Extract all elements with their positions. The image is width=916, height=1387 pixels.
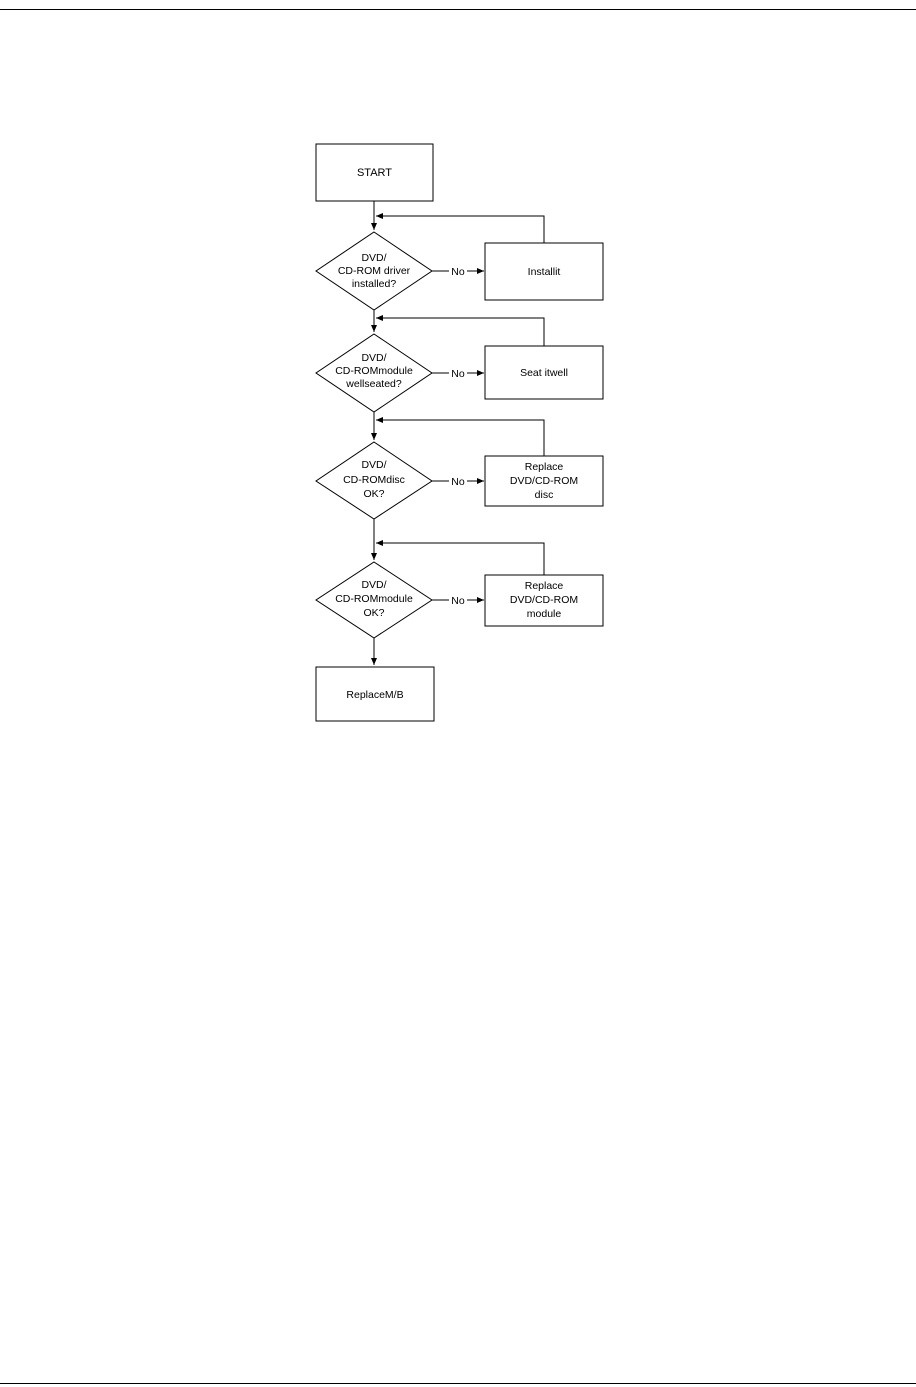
decision-text-line: OK? [363, 488, 384, 500]
start-node: START [316, 144, 433, 201]
return-loop-2 [376, 318, 544, 346]
action-text-line: module [527, 608, 562, 620]
no-label: No [451, 266, 465, 278]
footer-rule [0, 1383, 916, 1384]
end-label: ReplaceM/B [346, 689, 403, 701]
decision-text-line: CD-ROMmodule [335, 593, 413, 605]
no-label: No [451, 476, 465, 488]
action-install-it: Installit [485, 243, 603, 300]
decision-text-line: DVD/ [361, 352, 386, 364]
decision-text-line: DVD/ [361, 579, 386, 591]
action-replace-disc: Replace DVD/CD-ROM disc [485, 456, 603, 506]
no-label: No [451, 595, 465, 607]
decision-text-line: OK? [363, 607, 384, 619]
decision-module-well-seated: DVD/ CD-ROMmodule wellseated? [316, 334, 432, 412]
action-text-line: DVD/CD-ROM [510, 594, 578, 606]
action-text-line: disc [535, 489, 554, 501]
decision-module-ok: DVD/ CD-ROMmodule OK? [316, 562, 432, 638]
decision-disc-ok: DVD/ CD-ROMdisc OK? [316, 442, 432, 519]
action-replace-module: Replace DVD/CD-ROM module [485, 575, 603, 626]
decision-text-line: CD-ROMdisc [343, 474, 405, 486]
action-text-line: Seat itwell [520, 367, 568, 379]
action-text-line: Replace [525, 461, 564, 473]
action-text-line: Replace [525, 580, 564, 592]
action-text-line: DVD/CD-ROM [510, 475, 578, 487]
end-node-replace-mb: ReplaceM/B [316, 667, 434, 721]
return-loop-1 [376, 216, 544, 243]
action-text-line: Installit [528, 266, 561, 278]
decision-driver-installed: DVD/ CD-ROM driver installed? [316, 232, 432, 310]
decision-text-line: CD-ROMmodule [335, 365, 413, 377]
action-seat-it-well: Seat itwell [485, 346, 603, 399]
decision-text-line: CD-ROM driver [338, 265, 411, 277]
return-loop-4 [376, 543, 544, 575]
decision-text-line: wellseated? [345, 378, 402, 390]
decision-text-line: DVD/ [361, 252, 386, 264]
return-loop-3 [376, 420, 544, 456]
no-label: No [451, 368, 465, 380]
decision-text-line: DVD/ [361, 459, 386, 471]
decision-text-line: installed? [352, 278, 397, 290]
start-label: START [357, 167, 392, 179]
